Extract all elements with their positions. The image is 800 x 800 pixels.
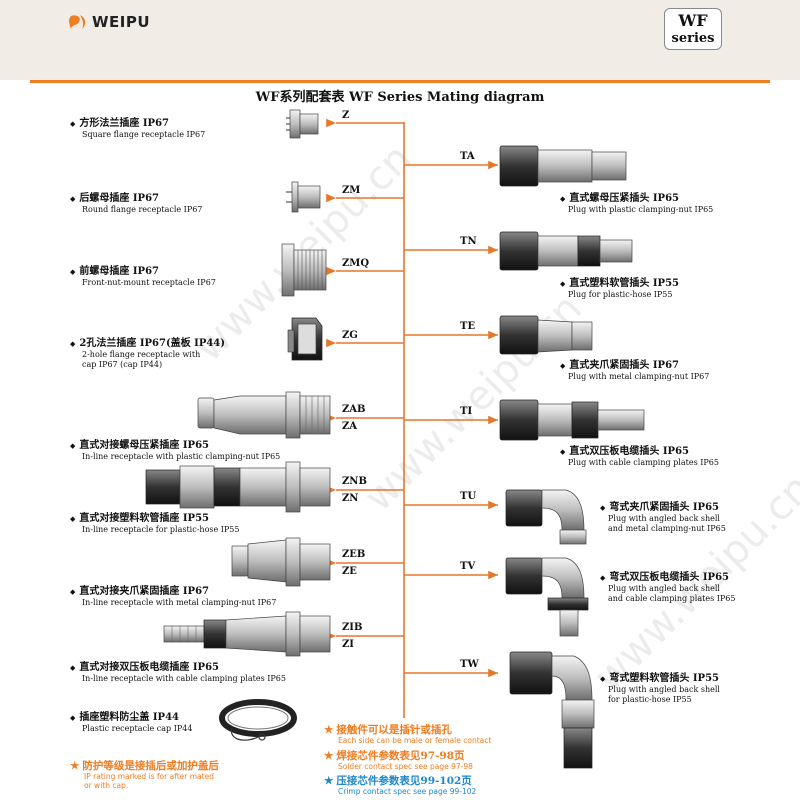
code-tn: TN [460, 236, 477, 247]
code-tw: TW [460, 659, 479, 670]
left-arrows [326, 118, 404, 641]
code-zg: ZG [342, 330, 358, 341]
code-zeb: ZEB [342, 549, 366, 560]
header-rule [30, 80, 770, 83]
code-tv: TV [460, 561, 476, 572]
connector-ti-image [499, 399, 645, 441]
code-tu: TU [460, 491, 477, 502]
label-tu: ◆弯式夹爪紧固插头 IP65 Plug with angled back she… [600, 502, 726, 533]
label-ti: ◆直式双压板电缆插头 IP65 Plug with cable clamping… [560, 446, 719, 467]
code-zab: ZAB [342, 404, 366, 415]
label-ta: ◆直式螺母压紧插头 IP65 Plug with plastic clampin… [560, 193, 714, 214]
connector-tw-image [509, 651, 595, 769]
label-tn: ◆直式塑料软管插头 IP55 Plug for plastic-hose IP5… [560, 278, 679, 299]
star-icon: ★ [324, 724, 334, 736]
label-zn: ◆直式对接塑料软管插座 IP55 In-line receptacle for … [70, 513, 240, 534]
code-za: ZA [342, 421, 358, 432]
weipu-logo-icon [69, 15, 86, 29]
code-ze: ZE [342, 566, 357, 577]
code-zi: ZI [342, 639, 354, 650]
label-z: ◆方形法兰插座 IP67 Square flange receptacle IP… [70, 118, 206, 139]
star-icon: ★ [324, 750, 334, 762]
series-badge: WF series [664, 8, 722, 50]
connector-tv-image [505, 557, 589, 637]
code-zn: ZN [342, 493, 359, 504]
code-znb: ZNB [342, 476, 367, 487]
code-z: Z [342, 110, 350, 121]
header-band: WEIPU WF series [0, 0, 800, 80]
connector-zab-image [197, 391, 331, 439]
code-zm: ZM [342, 185, 361, 196]
page-title: WF系列配套表 WF Series Mating diagram [255, 90, 545, 105]
label-zi: ◆直式对接双压板电缆插座 IP65 In-line receptacle wit… [70, 662, 286, 683]
connector-tu-image [505, 489, 587, 545]
label-za: ◆直式对接螺母压紧插座 IP65 In-line receptacle with… [70, 440, 281, 461]
code-zmq: ZMQ [342, 258, 370, 269]
connector-zg-image [287, 317, 323, 361]
code-ti: TI [460, 406, 473, 417]
connector-zib-image [163, 611, 331, 657]
label-tw: ◆弯式塑料软管插头 IP55 Plug with angled back she… [600, 673, 720, 704]
note-contact: ★接触件可以是插针或插孔 Each side can be male or fe… [324, 724, 492, 745]
code-ta: TA [460, 151, 475, 162]
connector-znb-image [145, 461, 331, 513]
connector-ta-image [499, 145, 627, 187]
label-zmq: ◆前螺母插座 IP67 Front-nut-mount receptacle I… [70, 266, 216, 287]
connector-te-image [499, 315, 593, 355]
connector-zm-image [286, 181, 321, 213]
label-ze: ◆直式对接夹爪紧固插座 IP67 In-line receptacle with… [70, 586, 277, 607]
receptacle-cap-image [219, 699, 297, 741]
brand-name: WEIPU [92, 13, 151, 31]
label-zm: ◆后螺母插座 IP67 Round flange receptacle IP67 [70, 193, 203, 214]
label-tv: ◆弯式双压板电缆插头 IP65 Plug with angled back sh… [600, 572, 736, 603]
label-zg: ◆2孔法兰插座 IP67(盖板 IP44) 2-hole flange rece… [70, 338, 226, 369]
label-te: ◆直式夹爪紧固插头 IP67 Plug with metal clamping-… [560, 360, 710, 381]
note-crimp: ★压接芯件参数表见99-102页 Crimp contact spec see … [324, 775, 477, 796]
right-arrows [404, 160, 498, 678]
connector-zeb-image [231, 537, 331, 587]
connector-tn-image [499, 231, 633, 271]
code-te: TE [460, 321, 476, 332]
code-zib: ZIB [342, 622, 363, 633]
label-cap: ◆插座塑料防尘盖 IP44 Plastic receptacle cap IP4… [70, 712, 193, 733]
star-icon: ★ [70, 760, 80, 772]
connector-z-image [286, 109, 319, 139]
note-ip-rating: ★防护等级是接插后或加护盖后 IP rating marked is for a… [70, 760, 219, 790]
brand-logo: WEIPU [68, 12, 150, 32]
connector-zmq-image [281, 243, 327, 297]
series-badge-top: WF [678, 11, 708, 30]
series-badge-bottom: series [671, 31, 715, 46]
star-icon: ★ [324, 775, 334, 787]
note-solder: ★焊接芯件参数表见97-98页 Solder contact spec see … [324, 750, 473, 771]
